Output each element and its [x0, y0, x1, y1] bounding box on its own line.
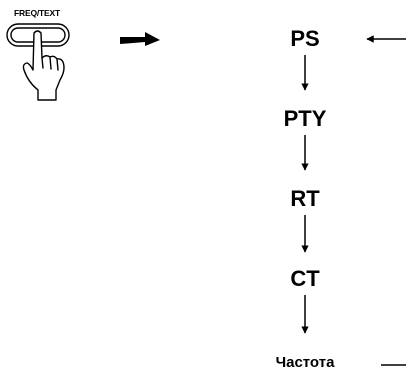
mode-ct: CT [290, 266, 320, 291]
button-label: FREQ/TEXT [14, 8, 60, 18]
mode-frequency: Частота [275, 354, 335, 371]
hand-press-icon [22, 30, 65, 101]
arrow-right-icon [120, 32, 160, 46]
mode-ps: PS [290, 26, 320, 51]
mode-pty: PTY [283, 106, 327, 131]
mode-rt: RT [290, 186, 320, 211]
